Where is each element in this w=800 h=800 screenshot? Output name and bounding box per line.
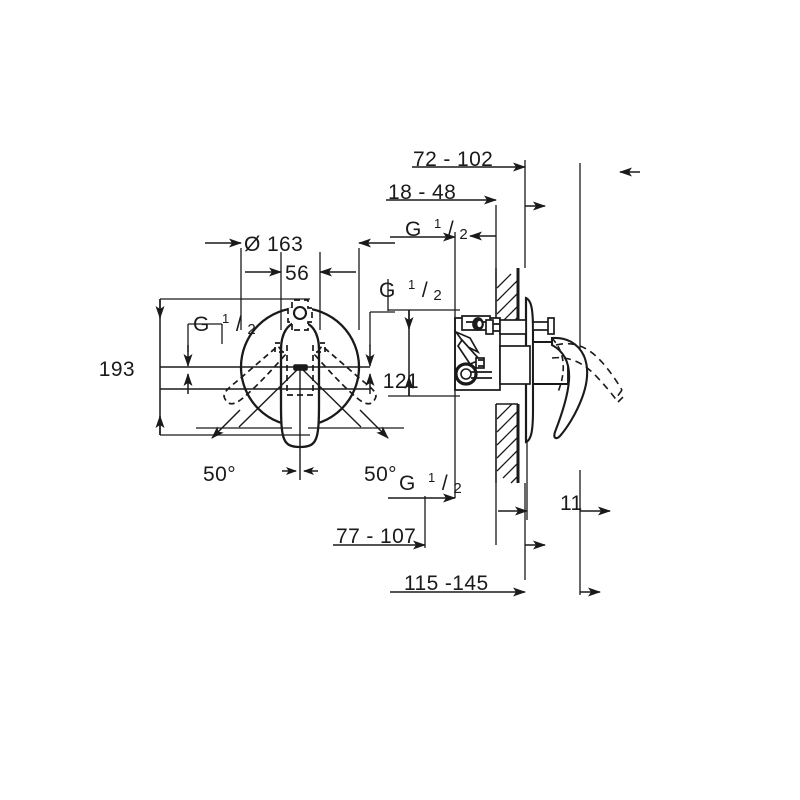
label-plate-offset: 56: [285, 262, 309, 285]
thread-front-right-den: 2: [433, 287, 442, 304]
svg-text:G 1 /: G 1 / 2: [379, 271, 442, 304]
handle-shaft: [499, 317, 555, 385]
thread-front-right-num: 1: [408, 277, 416, 292]
dimension-group-section: [333, 160, 640, 597]
label-swing-left: 50°: [203, 463, 236, 486]
label-wall-depth-max: 72 - 102: [413, 148, 493, 171]
label-thread-front-right: G 1 / 2: [379, 271, 442, 304]
thread-front-right-main: G: [379, 279, 396, 302]
svg-text:G 1 /: G 1 / 2: [193, 305, 256, 338]
thread-section-bottom-num: 1: [428, 470, 436, 485]
svg-text:G 1 /: G 1 / 2: [399, 464, 462, 497]
thread-section-top-num: 1: [434, 216, 442, 231]
cartridge-hidden-top: [287, 299, 313, 331]
swing-axis-right: [299, 366, 362, 428]
dimension-labels: Ø 163 56 193 50° 50° 72 - 102 18 - 48 12…: [99, 148, 583, 595]
label-wall-depth-min: 18 - 48: [388, 181, 456, 204]
thread-section-top-main: G: [405, 218, 422, 241]
section-view: [453, 268, 625, 484]
label-swing-right: 50°: [364, 463, 397, 486]
dimension-group-front: [155, 238, 404, 475]
thread-section-bottom-den: 2: [453, 480, 462, 497]
lever-ghost-right: [313, 344, 377, 405]
thread-front-left-num: 1: [222, 311, 230, 326]
cartridge-spindle-hole: [292, 305, 308, 321]
label-overall-depth: 115 -145: [404, 572, 489, 595]
label-thread-front-left: G 1 / 2: [193, 305, 256, 338]
svg-text:G 1 /: G 1 / 2: [405, 210, 468, 243]
label-outlet-depth: 77 - 107: [336, 525, 416, 548]
label-thread-section-bottom: G 1 / 2: [399, 464, 462, 497]
front-view: [223, 299, 377, 480]
thread-front-left-den: 2: [247, 321, 256, 338]
label-handle-projection: 11: [560, 492, 583, 515]
lever-ghost-raised: [551, 342, 625, 403]
label-thread-section-top: G 1 / 2: [405, 210, 468, 243]
wall-lower: [495, 403, 520, 484]
label-plate-height: 193: [99, 358, 135, 381]
thread-section-top-den: 2: [459, 226, 468, 243]
thread-front-left-main: G: [193, 313, 210, 336]
lever-ghost-left: [223, 344, 287, 405]
thread-section-bottom-main: G: [399, 472, 416, 495]
mixer-body: [453, 315, 512, 391]
label-diameter-plate: Ø 163: [244, 233, 303, 256]
swing-axis-left: [238, 366, 301, 428]
label-body-height: 121: [383, 370, 419, 393]
